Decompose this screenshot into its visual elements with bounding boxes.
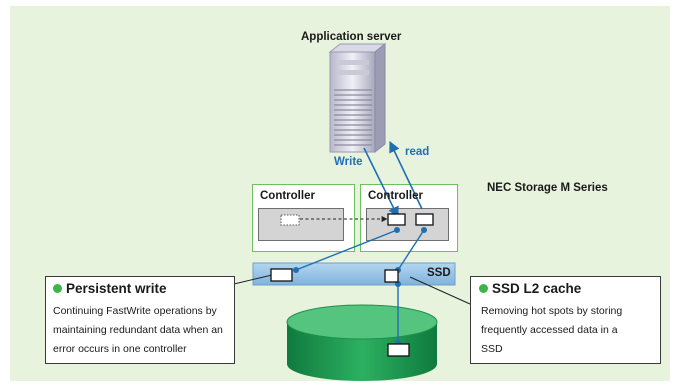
persistent-write-line: error occurs in one controller <box>53 343 187 355</box>
ssd-l2-cache-line: SSD <box>481 343 503 355</box>
disk-icon <box>286 304 438 381</box>
left-callout-pointer <box>233 274 273 285</box>
persistent-write-title-row: Persistent write <box>53 281 167 296</box>
write-label: Write <box>334 156 363 168</box>
bullet-dot-icon <box>53 284 62 293</box>
write-arrow <box>363 147 399 219</box>
persistent-write-line: Continuing FastWrite operations by <box>53 305 217 317</box>
ssd-l2-cache-body: Removing hot spots by storing frequently… <box>481 302 658 359</box>
storage-series-label: NEC Storage M Series <box>487 182 608 194</box>
path-controller-to-ssd-block <box>397 229 425 271</box>
persistent-write-body: Continuing FastWrite operations by maint… <box>53 302 235 359</box>
path-controller-to-left-block <box>295 229 398 271</box>
ssd-bar <box>252 262 456 286</box>
data-block <box>415 213 434 226</box>
read-arrow <box>389 140 423 210</box>
persistent-write-line: maintaining redundant data when an <box>53 324 223 336</box>
controller-inner-left <box>258 208 344 241</box>
right-callout-pointer <box>409 276 471 305</box>
data-block-dotted <box>280 214 300 226</box>
controller-label-right: Controller <box>368 190 423 202</box>
ssd-l2-cache-callout: SSD L2 cache Removing hot spots by stori… <box>470 276 661 364</box>
ssd-l2-cache-title-row: SSD L2 cache <box>479 281 581 296</box>
data-block <box>384 269 399 283</box>
data-block <box>387 343 410 357</box>
data-block <box>270 268 293 282</box>
path-node <box>421 227 427 233</box>
ssd-l2-cache-line: frequently accessed data in a <box>481 324 618 336</box>
controller-inner-right <box>366 208 449 241</box>
server-title: Application server <box>301 31 402 43</box>
controller-label-left: Controller <box>260 190 315 202</box>
ssd-label: SSD <box>427 267 451 279</box>
persistent-write-title: Persistent write <box>66 281 167 296</box>
path-node <box>293 267 299 273</box>
data-block <box>387 213 406 226</box>
path-node <box>394 227 400 233</box>
ssd-l2-cache-title: SSD L2 cache <box>492 281 582 296</box>
server-icon <box>328 42 387 154</box>
read-label: read <box>405 146 430 158</box>
ssd-l2-cache-line: Removing hot spots by storing <box>481 305 623 317</box>
bullet-dot-icon <box>479 284 488 293</box>
persistent-write-callout: Persistent write Continuing FastWrite op… <box>45 276 235 364</box>
